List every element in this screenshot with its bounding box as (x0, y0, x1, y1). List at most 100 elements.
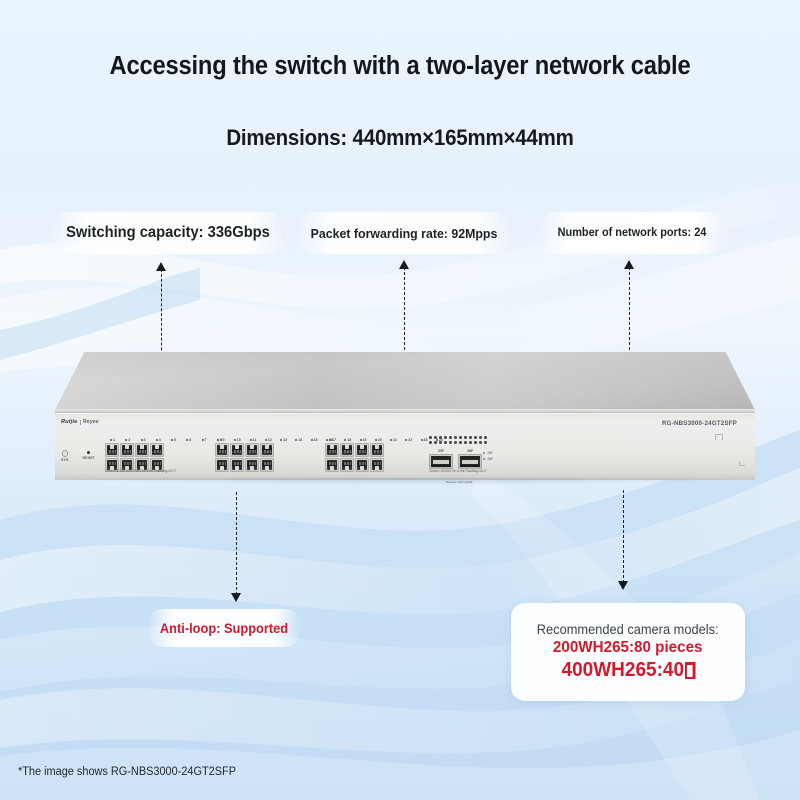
arrow-up-icon (156, 262, 166, 271)
device-indicator-button-group: SYS RESET (61, 450, 95, 462)
rj45-port[interactable] (119, 458, 135, 472)
rj45-port[interactable] (149, 443, 165, 457)
rj45-port[interactable] (229, 443, 245, 457)
rj45-legend-label: Green=1000/100/10M On=Link Flashing=ACT (105, 469, 177, 473)
panel-screw-mark-bottom (739, 461, 745, 466)
sfp-legend-25: 25F (487, 451, 494, 455)
footnote: *The image shows RG-NBS3000-24GT2SFP (18, 766, 236, 778)
rj45-port[interactable] (259, 458, 275, 472)
rj45-port[interactable] (259, 443, 275, 457)
sfp-cage-icon[interactable] (458, 454, 482, 469)
device-model-label: RG-NBS3000-24GT2SFP (662, 420, 737, 427)
brand-logo: Ruijie Reyee (61, 419, 99, 425)
rj45-port[interactable] (325, 443, 340, 457)
sys-indicator-label: SYS (61, 457, 69, 462)
sfp-cage-icon[interactable] (429, 454, 453, 469)
sfp-led-icon (483, 451, 486, 455)
sfp-led-legend: 25F 26F (483, 450, 493, 462)
sfp-led-icon (483, 457, 486, 461)
arrow-down-icon (231, 593, 241, 602)
port-number: 18 (347, 438, 352, 442)
port-number: 14 (298, 438, 303, 442)
sfp-legend-26: 26F (487, 457, 494, 461)
callout-switching-capacity-label: Switching capacity: 336Gbps (66, 224, 270, 241)
port-number: 22 (408, 438, 413, 442)
port-number: 2 (128, 438, 131, 442)
callout-camera-models: Recommended camera models: 200WH265:80 p… (511, 603, 745, 701)
rj45-port[interactable] (229, 458, 245, 472)
port-number: 15 (313, 438, 318, 442)
sys-indicator: SYS (61, 450, 69, 462)
port-number: 20 (377, 438, 382, 442)
callout-network-ports-label: Number of network ports: 24 (557, 227, 707, 239)
callout-packet-forwarding-rate-label: Packet forwarding rate: 92Mpps (310, 225, 498, 241)
device-front-lip (55, 409, 755, 414)
sfp-group-label: Reserve SFP uplink (429, 480, 489, 484)
port-number: 11 (252, 438, 257, 442)
callout-switching-capacity: Switching capacity: 336Gbps (50, 212, 286, 254)
port-group-1-jacks (105, 443, 227, 472)
camera-models-line-1: 200WH265:80 pieces (553, 639, 703, 656)
sfp-port-25[interactable]: 25F (429, 449, 453, 469)
rj45-port[interactable] (339, 458, 355, 472)
rj45-port[interactable] (119, 443, 135, 457)
callout-packet-forwarding-rate: Packet forwarding rate: 92Mpps (297, 212, 511, 254)
sfp-port-group: 25F 26F (429, 449, 482, 469)
sfp-port-26[interactable]: 26F (458, 449, 482, 469)
camera-models-heading: Recommended camera models: (537, 622, 719, 637)
arrow-down-icon (618, 581, 628, 590)
ventilation-holes (429, 436, 488, 445)
brand-divider (79, 419, 81, 425)
rj45-port[interactable] (105, 458, 120, 472)
rj45-port[interactable] (339, 443, 355, 457)
port-group-1-numbers: 12 34 56 78 (105, 435, 227, 442)
rj45-port[interactable] (215, 458, 230, 472)
rj45-port[interactable] (215, 443, 230, 457)
callout-anti-loop: Anti-loop: Supported (146, 609, 302, 647)
rj45-port[interactable] (325, 458, 340, 472)
port-number: 19 (362, 438, 367, 442)
rj45-port[interactable] (134, 458, 150, 472)
callout-anti-loop-label: Anti-loop: Supported (159, 620, 289, 636)
arrow-up-icon (624, 260, 634, 269)
port-group-2-jacks (215, 443, 337, 472)
page-subtitle-dimensions: Dimensions: 440mm×165mm×44mm (226, 125, 574, 150)
rj45-port[interactable] (369, 458, 385, 472)
reset-button-label: RESET (82, 455, 95, 460)
port-number: 1 (113, 438, 116, 442)
brand-reyee-label: Reyee (83, 419, 99, 425)
rj45-port[interactable] (244, 458, 260, 472)
led-indicator-icon (61, 450, 68, 457)
port-number: 5 (174, 438, 177, 442)
pinhole-button-icon[interactable] (87, 450, 91, 454)
device-top-surface (55, 352, 755, 410)
camera-models-line-2-row: 400WH265:40 (561, 659, 695, 682)
sfp-legend-label: Green=1000M On=Link Flashing=ACT (429, 469, 487, 473)
port-group-3-jacks (325, 443, 447, 472)
rj45-port[interactable] (354, 443, 370, 457)
rj45-port[interactable] (354, 458, 370, 472)
camera-models-line-2: 400WH265:40 (561, 659, 684, 681)
rj45-port[interactable] (369, 443, 385, 457)
rj45-port[interactable] (244, 443, 260, 457)
missing-glyph-box-icon (684, 662, 695, 679)
device-front-panel: Ruijie Reyee RG-NBS3000-24GT2SFP SYS RES… (55, 413, 755, 484)
brand-ruijie-label: Ruijie (61, 419, 78, 425)
reset-button[interactable]: RESET (83, 450, 95, 462)
network-switch-device: Ruijie Reyee RG-NBS3000-24GT2SFP SYS RES… (55, 352, 755, 487)
rj45-port[interactable] (149, 458, 165, 472)
rj45-port[interactable] (105, 443, 120, 457)
sfp-port-25-label: 25F (438, 449, 444, 453)
port-number: 24 (438, 438, 443, 442)
port-number: 13 (283, 438, 288, 442)
rj45-port[interactable] (134, 443, 150, 457)
device-drop-shadow (61, 478, 749, 485)
port-number: 3 (143, 438, 146, 442)
port-number: 17 (332, 438, 337, 442)
port-number: 12 (267, 438, 272, 442)
port-number: 9 (222, 438, 225, 442)
